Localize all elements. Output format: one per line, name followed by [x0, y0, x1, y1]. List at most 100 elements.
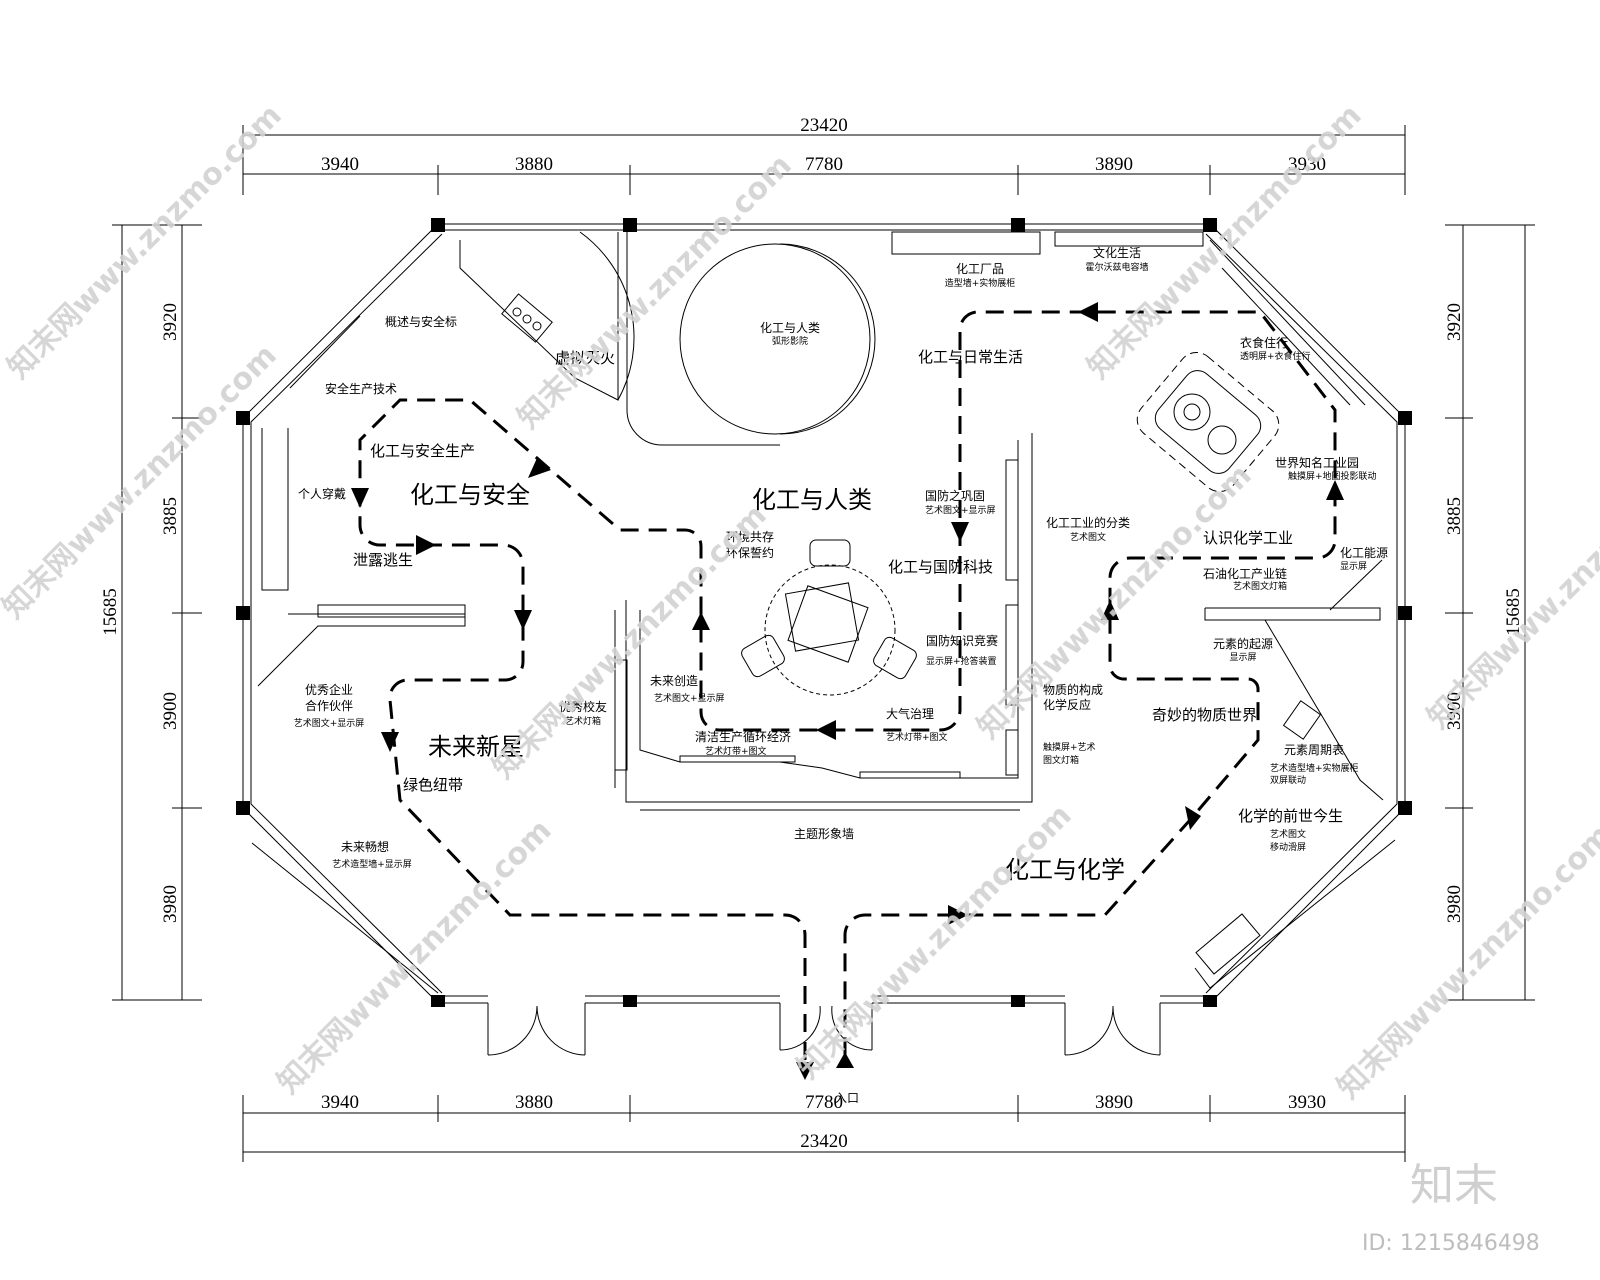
brand-logo: 知末 — [1410, 1160, 1498, 1211]
dimension-lines — [112, 125, 1535, 1162]
label-partner: 优秀企业 — [305, 682, 353, 697]
dim-right-2: 3885 — [1444, 497, 1465, 535]
label-green-ribbon: 绿色纽带 — [403, 776, 463, 794]
arrow-icon — [528, 458, 551, 478]
label-alumni-sub: 艺术灯箱 — [565, 715, 601, 727]
label-entrance: 入口 — [835, 1091, 859, 1105]
label-defense-sub: 艺术图文+显示屏 — [925, 504, 996, 516]
label-clothing-sub: 透明屏+衣食住行 — [1240, 350, 1311, 362]
label-leak-escape: 泄露逃生 — [353, 551, 413, 569]
label-past-present-sub1: 艺术图文 — [1270, 828, 1306, 840]
label-partner-sub: 艺术图文+显示屏 — [294, 717, 365, 729]
label-cinema-sub: 弧形影院 — [772, 335, 808, 347]
label-atmosphere: 大气治理 — [886, 706, 934, 721]
label-periodic: 元素周期表 — [1284, 743, 1344, 757]
label-future-create: 未来创造 — [650, 674, 698, 688]
dim-bottom-4: 3890 — [1095, 1092, 1133, 1113]
watermark-text: 知末网www.znzmo.com — [271, 813, 559, 1101]
label-touch: 触摸屏+艺术 — [1043, 741, 1096, 753]
label-defense-tech: 化工与国防科技 — [888, 558, 993, 576]
dim-right-1: 3920 — [1444, 303, 1465, 341]
interior — [251, 231, 1396, 994]
dim-total-top: 23420 — [800, 115, 848, 136]
watermark-text: 知末网www.znzmo.com — [971, 458, 1259, 746]
watermark-text: 知末网www.znzmo.com — [0, 338, 284, 626]
dim-bottom-2: 3880 — [515, 1092, 553, 1113]
arrow-icon — [948, 905, 968, 925]
label-past-present-sub2: 移动滑屏 — [1270, 841, 1306, 853]
dim-top-5: 3930 — [1288, 154, 1326, 175]
dim-left-1: 3920 — [160, 303, 181, 341]
watermark-text: 知末网www.znzmo.com — [511, 148, 799, 436]
label-safety-production: 化工与安全生产 — [370, 442, 475, 460]
label-world-park-sub: 触摸屏+地图投影联动 — [1288, 470, 1377, 482]
watermark-text: 知末网www.znzmo.com — [1081, 98, 1369, 386]
label-partner2: 合作伙伴 — [305, 698, 353, 713]
label-energy-sub: 显示屏 — [1340, 561, 1367, 572]
dim-right-total: 15685 — [1503, 588, 1524, 636]
label-virtual-fire: 虚拟灭火 — [555, 349, 615, 367]
dim-top-3: 7780 — [805, 154, 843, 175]
label-defense-quiz: 国防知识竞赛 — [926, 633, 998, 648]
label-element-origin: 元素的起源 — [1213, 636, 1273, 651]
label-know-chem: 认识化学工业 — [1203, 529, 1293, 547]
label-env: 环境共存 — [726, 529, 774, 544]
label-defense-quiz-sub: 显示屏+抢答装置 — [926, 655, 997, 667]
label-future-create-sub: 艺术图文+显示屏 — [654, 692, 725, 704]
label-periodic-sub2: 双屏联动 — [1270, 775, 1306, 786]
label-theme-wall: 主题形象墙 — [794, 827, 854, 841]
label-culture: 文化生活 — [1093, 245, 1141, 260]
arrow-icon — [1078, 302, 1098, 322]
dim-left-2: 3885 — [160, 497, 181, 535]
label-classification: 化工工业的分类 — [1046, 515, 1130, 530]
label-safety-tech: 安全生产技术 — [325, 381, 397, 396]
label-alumni: 优秀校友 — [559, 699, 607, 714]
label-classification-sub: 艺术图文 — [1070, 531, 1106, 543]
arrow-icon — [816, 720, 836, 740]
arrow-icon — [1101, 600, 1119, 620]
label-world-park: 世界知名工业园 — [1275, 455, 1359, 470]
arrow-icon — [351, 488, 369, 508]
dim-right-4: 3980 — [1444, 885, 1465, 923]
label-future-dream: 未来畅想 — [341, 839, 389, 854]
arrow-icon — [1185, 806, 1201, 830]
columns — [236, 218, 1412, 1007]
label-factory-sub: 造型墙+实物展柜 — [945, 277, 1016, 289]
label-env2: 环保誓约 — [726, 545, 774, 560]
route-arrows — [351, 302, 1344, 1080]
label-defense: 国防之巩固 — [925, 488, 985, 503]
dim-left-4: 3980 — [160, 885, 181, 923]
label-factory: 化工厂品 — [956, 262, 1004, 276]
dim-left-total: 15685 — [100, 588, 121, 636]
dim-top-2: 3880 — [515, 154, 553, 175]
watermark-text: 知末网www.znzmo.com — [1, 98, 289, 386]
label-element-origin-sub: 显示屏 — [1229, 652, 1256, 663]
arrow-icon — [514, 610, 532, 630]
dim-top-1: 3940 — [321, 154, 359, 175]
doors — [487, 1003, 1161, 1056]
arrow-icon — [692, 612, 710, 630]
dim-bottom-1: 3940 — [321, 1092, 359, 1113]
label-future-dream-sub: 艺术造型墙+显示屏 — [332, 858, 412, 870]
zone-future-star-title: 未来新星 — [428, 733, 524, 761]
label-matter: 物质的构成 — [1043, 682, 1103, 697]
dim-total-bottom: 23420 — [800, 1131, 848, 1152]
watermark-text: 知末网www.znzmo.com — [1331, 818, 1600, 1106]
arrow-icon — [836, 1052, 854, 1068]
dim-left-3: 3900 — [160, 692, 181, 730]
label-touch2: 图文灯箱 — [1043, 754, 1079, 766]
label-daily-life: 化工与日常生活 — [918, 348, 1023, 366]
label-wonder: 奇妙的物质世界 — [1152, 706, 1257, 724]
label-clean-sub: 艺术灯带+图文 — [705, 745, 767, 757]
arrow-icon — [416, 535, 436, 555]
dim-right-3: 3900 — [1444, 692, 1465, 730]
label-petro-sub: 艺术图文灯箱 — [1233, 580, 1287, 592]
arrow-icon — [796, 1062, 814, 1080]
zone-chemistry-title: 化工与化学 — [1005, 856, 1125, 884]
label-clean: 清洁生产循环经济 — [695, 729, 791, 744]
arrow-icon — [1326, 480, 1344, 500]
label-atmosphere-sub: 艺术灯带+图文 — [886, 731, 948, 743]
label-energy: 化工能源 — [1340, 546, 1388, 560]
label-past-present: 化学的前世今生 — [1238, 807, 1343, 825]
